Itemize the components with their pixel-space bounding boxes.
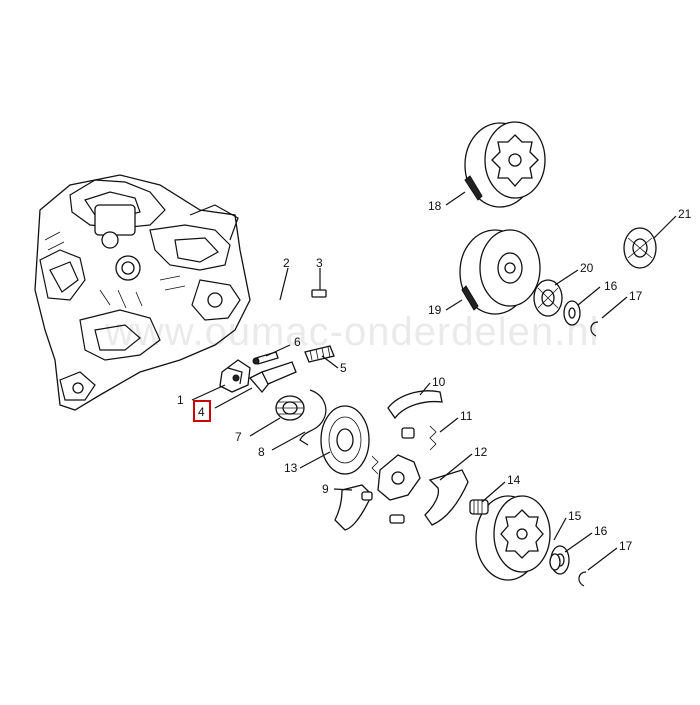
callout-16-bottom: 16 — [594, 524, 608, 538]
clutch-drum-part-18 — [464, 121, 546, 208]
e-clip-part-17-top — [590, 321, 599, 337]
callout-labels: 1 2 3 4 5 6 7 8 9 10 11 12 13 14 15 16 1… — [177, 199, 692, 553]
callout-19: 19 — [428, 303, 442, 317]
rim-sprocket-part-20 — [533, 279, 563, 317]
callout-6: 6 — [294, 335, 301, 349]
callout-14: 14 — [507, 473, 521, 487]
washer-part-16-bottom — [549, 553, 561, 571]
engine-housing — [34, 174, 251, 411]
callout-4-highlight-box[interactable] — [193, 400, 211, 422]
callout-11: 11 — [460, 409, 473, 423]
callout-21: 21 — [678, 207, 692, 221]
callout-7: 7 — [235, 430, 242, 444]
callout-1: 1 — [177, 393, 184, 407]
worm-gear-part-7 — [275, 395, 305, 421]
callout-13: 13 — [284, 461, 298, 475]
callout-2: 2 — [283, 256, 290, 270]
callout-17-bottom: 17 — [619, 539, 633, 553]
callout-16-top: 16 — [604, 279, 618, 293]
callout-5: 5 — [340, 361, 347, 375]
oil-pump-assembly — [219, 286, 335, 394]
callout-3: 3 — [316, 256, 323, 270]
leader-lines — [191, 191, 677, 571]
callout-18: 18 — [428, 199, 442, 213]
callout-8: 8 — [258, 445, 265, 459]
watermark-text: www.oumac-onderdelen.nl — [104, 310, 599, 354]
rim-sprocket-part-21 — [623, 227, 657, 269]
callout-12: 12 — [474, 445, 488, 459]
washer-part-16-top — [563, 300, 581, 326]
clutch-drum-part-14 — [469, 495, 551, 581]
callout-15: 15 — [568, 509, 582, 523]
callout-9: 9 — [322, 482, 329, 496]
e-clip-part-17-bottom — [578, 571, 587, 587]
thrust-washer-part-13 — [320, 405, 370, 475]
callout-20: 20 — [580, 261, 594, 275]
callout-10: 10 — [432, 375, 446, 389]
callout-17-top: 17 — [629, 289, 643, 303]
spring-clip-part-8 — [299, 389, 327, 446]
clutch-drum-part-19 — [459, 229, 541, 315]
callout-4[interactable]: 4 — [198, 405, 205, 419]
clutch-assembly — [334, 390, 469, 531]
